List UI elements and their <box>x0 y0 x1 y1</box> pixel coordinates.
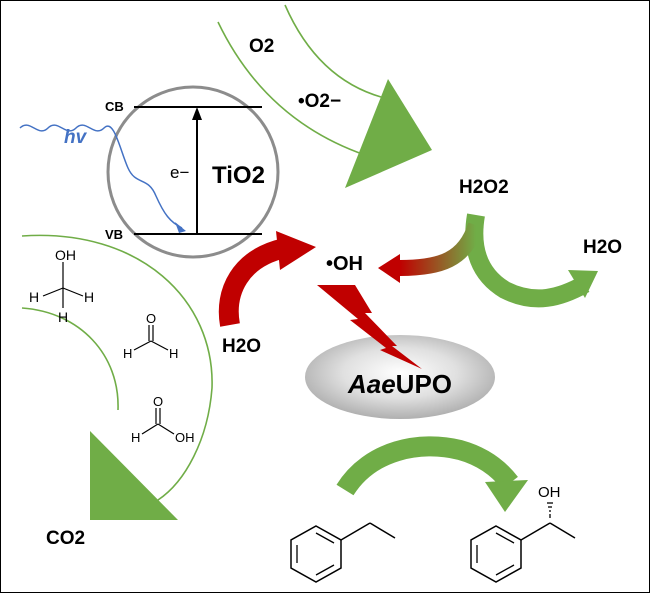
methanol-h-bottom: H <box>58 309 68 325</box>
formic-acid-oh: OH <box>175 430 195 445</box>
formic-acid-h: H <box>131 430 140 445</box>
h2o2-to-oh-arrow <box>399 222 484 276</box>
formic-acid-molecule: O H OH <box>131 394 195 445</box>
tio2-label: TiO2 <box>212 162 265 189</box>
methanol-h-right: H <box>84 289 94 305</box>
methanol-h-left: H <box>29 289 39 305</box>
phenylethanol-molecule: OH <box>470 484 576 583</box>
hydroxylation-arrowhead <box>485 480 528 512</box>
excitation-arrowhead <box>192 107 202 120</box>
co2-arc-outer <box>21 234 213 501</box>
ethylbenzene-molecule <box>290 522 396 583</box>
h2o-to-oh-arrow <box>218 238 288 327</box>
formaldehyde-h-left: H <box>123 346 132 361</box>
co2-label: CO2 <box>46 528 85 549</box>
methanol-molecule: OH H H H <box>29 247 94 325</box>
formaldehyde-molecule: O H H <box>123 311 178 361</box>
h2o-left-label: H2O <box>222 336 261 357</box>
enzyme-label: AaeUPO <box>347 369 452 399</box>
o2-arc-inner <box>284 4 394 101</box>
h2o2-to-h2o-arrow <box>465 213 590 308</box>
electron-label: e− <box>170 163 189 182</box>
superoxide-label: •O2− <box>298 91 341 112</box>
co2-arc-inner <box>21 307 119 411</box>
formaldehyde-h-right: H <box>169 346 178 361</box>
o2-arc-outer <box>217 21 366 156</box>
hydroxylation-arrow <box>336 436 518 496</box>
h2o-right-label: H2O <box>583 237 622 258</box>
h2o-to-oh-arrowhead <box>276 231 316 270</box>
h2o2-to-h2o-arrowhead <box>568 270 598 298</box>
methanol-oh: OH <box>55 247 76 263</box>
o2-arrowhead <box>345 79 432 188</box>
h2o2-to-oh-arrowhead <box>378 254 400 283</box>
formic-acid-o: O <box>153 394 163 409</box>
vb-label: VB <box>105 227 123 242</box>
light-wave <box>19 124 183 229</box>
oh-radical-label: •OH <box>326 253 363 275</box>
cb-label: CB <box>105 99 124 114</box>
phenylethanol-oh: OH <box>538 484 561 501</box>
h2o2-label: H2O2 <box>459 177 509 198</box>
formaldehyde-o: O <box>146 311 156 326</box>
o2-label: O2 <box>249 36 274 57</box>
lightning-bolt <box>317 285 422 369</box>
tio2-particle <box>106 85 280 259</box>
light-arrowhead <box>175 222 186 233</box>
enzyme-ellipse <box>305 335 495 419</box>
co2-arrowhead <box>90 431 178 520</box>
hv-label: hv <box>64 127 88 148</box>
